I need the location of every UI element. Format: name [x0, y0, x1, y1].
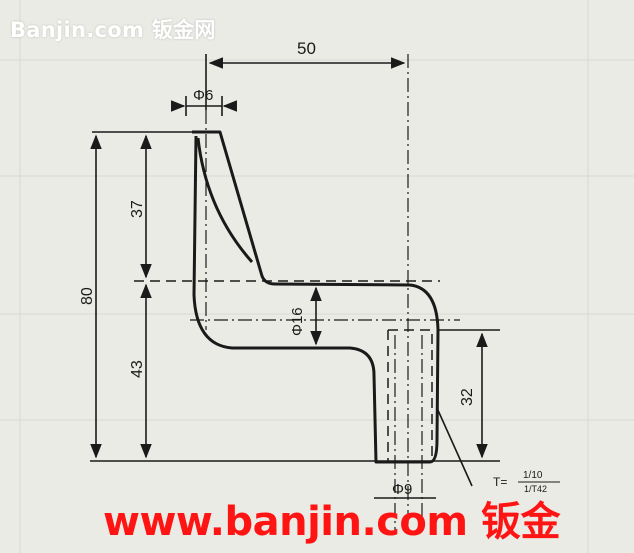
- dim-32: 32: [459, 388, 476, 406]
- dim-phi16: Φ16: [289, 307, 306, 336]
- thickness-denominator: 1/T42: [524, 484, 547, 494]
- dim-80: 80: [79, 287, 96, 305]
- hidden-lines: [134, 280, 440, 462]
- dim-phi9: Φ9: [392, 481, 412, 498]
- dim-43: 43: [129, 360, 146, 378]
- thickness-label: T=: [493, 475, 507, 489]
- dim-37: 37: [129, 200, 146, 218]
- dimension-lines: [90, 57, 488, 499]
- center-lines: [190, 54, 460, 530]
- thickness-numerator: 1/10: [523, 470, 543, 481]
- thickness-pointer: [436, 407, 473, 487]
- watermark-top: Banjin.com 钣金网: [10, 18, 216, 42]
- dim-phi6: Φ6: [193, 87, 213, 104]
- watermark-bottom: www.banjin.com 钣金: [103, 499, 561, 545]
- dim-50: 50: [297, 39, 316, 58]
- part-outline: [192, 130, 440, 464]
